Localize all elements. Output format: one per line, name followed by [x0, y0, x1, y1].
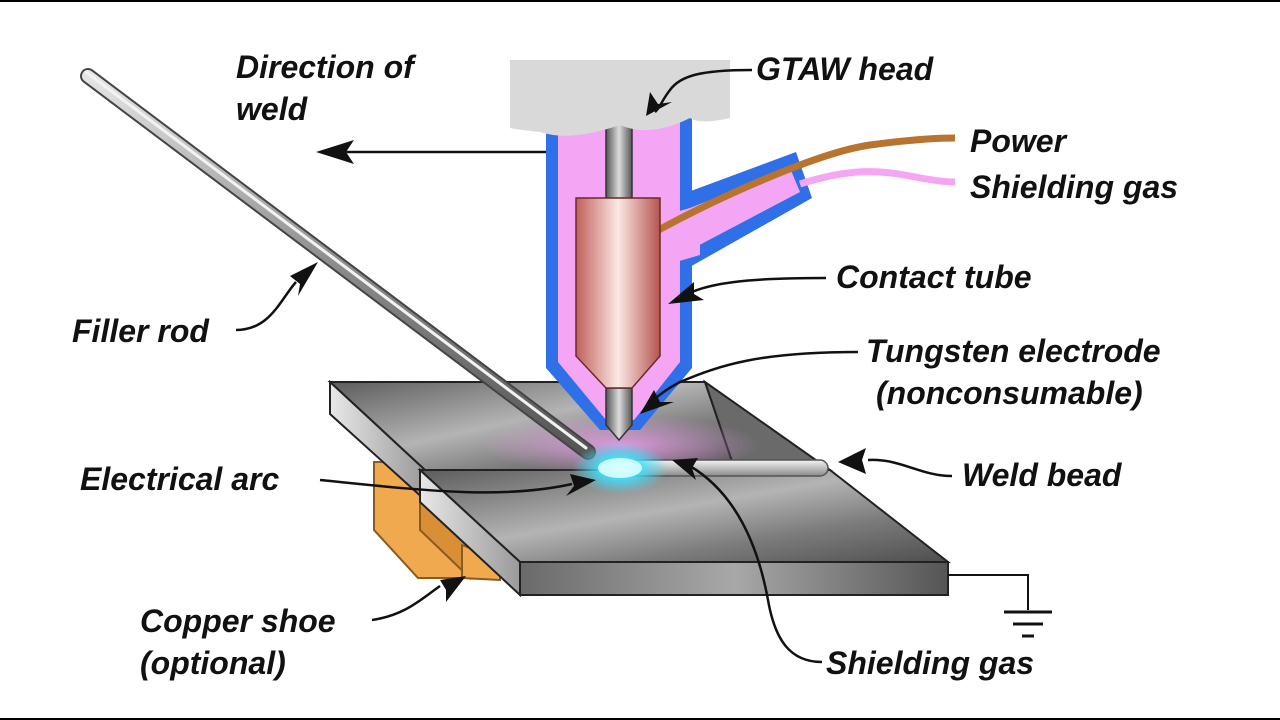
label-power: Power	[970, 123, 1067, 159]
direction-arrow	[316, 140, 546, 164]
label-weld-bead: Weld bead	[962, 457, 1122, 493]
label-copper-shoe: Copper shoe (optional)	[140, 603, 336, 681]
filler-rod	[80, 68, 596, 460]
label-contact-tube: Contact tube	[836, 259, 1032, 295]
label-gtaw-head: GTAW head	[756, 51, 934, 87]
top-border	[0, 0, 1280, 2]
shielding-gas-hose	[798, 168, 956, 188]
ground-symbol	[948, 574, 1052, 638]
gtaw-head	[510, 60, 730, 136]
leader-arrowheads	[290, 92, 866, 602]
label-direction-of-weld: Direction of weld	[236, 49, 414, 127]
bottom-border	[0, 718, 1280, 720]
label-tungsten-electrode: Tungsten electrode (nonconsumable)	[866, 333, 1161, 411]
label-shielding-gas-hose: Shielding gas	[970, 169, 1179, 205]
label-shielding-gas: Shielding gas	[826, 645, 1035, 681]
power-cable	[653, 134, 956, 236]
label-filler-rod: Filler rod	[72, 313, 209, 349]
contact-tube	[575, 197, 661, 389]
label-electrical-arc: Electrical arc	[80, 461, 280, 497]
